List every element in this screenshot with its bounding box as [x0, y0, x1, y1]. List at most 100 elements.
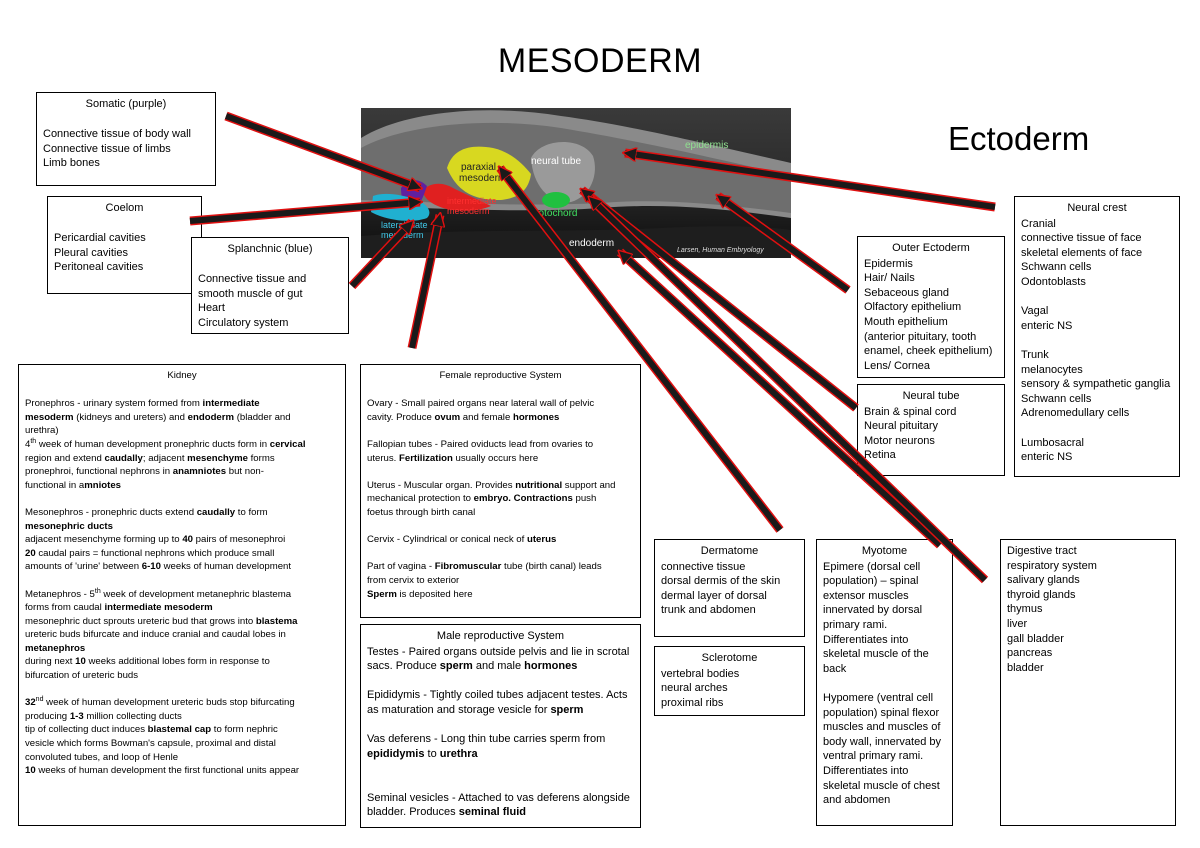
outer-ectoderm-item: Olfactory epithelium: [864, 301, 962, 314]
kidney-text: to form nephric: [211, 724, 278, 736]
endoderm-item: liver: [1007, 617, 1028, 630]
kidney-text: convoluted tubes, and loop of Henle: [25, 751, 179, 763]
kidney-text: mesonephric duct sprouts ureteric bud th…: [25, 615, 256, 627]
endoderm-item: gall bladder: [1007, 632, 1064, 645]
sclerotome-box: Sclerotome vertebral bodies neural arche…: [654, 646, 805, 716]
neural-crest-item: Schwann cells: [1021, 261, 1092, 274]
kidney-text: million collecting ducts: [83, 710, 182, 722]
male-text: to: [424, 747, 440, 760]
splanchnic-item: Connective tissue and: [198, 273, 307, 286]
neural-crest-item: Odontoblasts: [1021, 275, 1086, 288]
female-text: foetus through birth canal: [367, 506, 476, 518]
kidney-bold: intermediate mesoderm: [104, 602, 213, 614]
kidney-text: functional in a: [25, 479, 85, 491]
female-text: and female: [460, 411, 513, 423]
kidney-text: weeks of human development: [160, 561, 292, 573]
kidney-sup: th: [94, 587, 101, 595]
splanchnic-box: Splanchnic (blue) Connective tissue and …: [191, 237, 349, 334]
endoderm-item: thyroid glands: [1007, 588, 1076, 601]
male-text: Testes - Paired organs outside pelvis an…: [367, 645, 630, 658]
page-title: MESODERM: [497, 42, 703, 80]
outer-ectoderm-item: Mouth epithelium: [864, 315, 948, 328]
outer-ectoderm-item: (anterior pituitary, tooth: [864, 330, 977, 343]
kidney-text: 4: [25, 438, 31, 450]
kidney-bold: 1-3: [69, 710, 84, 722]
female-heading: Female reproductive System: [439, 370, 562, 381]
label-endoderm: endoderm: [569, 238, 614, 249]
kidney-bold: mniotes: [84, 479, 121, 491]
neural-crest-box: Neural crest Cranial connective tissue o…: [1014, 196, 1180, 477]
myotome-item: extensor muscles: [823, 589, 909, 602]
kidney-text: (bladder and: [234, 411, 291, 423]
label-lateral-mesoderm: mesoderm: [381, 230, 424, 240]
female-bold: Fertilization: [399, 452, 453, 464]
outer-ectoderm-item: Epidermis: [864, 257, 913, 270]
kidney-bold: intermediate: [202, 398, 260, 410]
myotome-item: muscles and muscles of: [823, 721, 941, 734]
kidney-text: vesicle which forms Bowman's capsule, pr…: [25, 738, 276, 750]
female-text: support and: [562, 479, 616, 491]
kidney-text: Pronephros - urinary system formed from: [25, 398, 203, 410]
kidney-text: weeks additional lobes form in response …: [85, 656, 270, 668]
female-text: Uterus - Muscular organ. Provides: [367, 479, 516, 491]
neural-tube-item: Neural pituitary: [864, 420, 938, 433]
sclerotome-item: vertebral bodies: [661, 667, 740, 680]
neural-crest-item: Lumbosacral: [1021, 436, 1084, 449]
kidney-bold: mesonephric ducts: [25, 520, 113, 532]
label-notochord: notochord: [533, 208, 577, 219]
myotome-item: body wall, innervated by: [823, 735, 942, 748]
kidney-sup: nd: [35, 696, 44, 704]
male-heading: Male reproductive System: [436, 630, 565, 642]
female-bold: ovum: [434, 411, 461, 423]
kidney-text: forms from caudal: [25, 602, 105, 614]
female-text: Part of vagina -: [367, 561, 435, 573]
label-lateral-plate: lateral plate: [381, 220, 428, 230]
neural-crest-item: enteric NS: [1021, 451, 1073, 464]
female-text: uterus.: [367, 452, 399, 464]
dermatome-item: connective tissue: [661, 560, 746, 573]
dermatome-box: Dermatome connective tissue dorsal dermi…: [654, 539, 805, 637]
female-text: push: [572, 493, 597, 505]
kidney-heading: Kidney: [167, 370, 197, 381]
kidney-text: region and extend: [25, 452, 105, 464]
label-neural-tube: neural tube: [531, 156, 581, 167]
label-intermediate-mesoderm: mesoderm: [447, 206, 490, 216]
endoderm-item: pancreas: [1007, 647, 1053, 660]
myotome-heading: Myotome: [861, 545, 908, 557]
kidney-bold: anamniotes: [172, 466, 227, 478]
neural-crest-item: connective tissue of face: [1021, 232, 1142, 245]
kidney-text: pronephroi, functional nephrons in: [25, 466, 173, 478]
somatic-heading: Somatic (purple): [85, 98, 167, 110]
sclerotome-item: neural arches: [661, 682, 728, 695]
kidney-text: ureteric buds bifurcate and induce crani…: [25, 629, 286, 641]
ectoderm-heading: Ectoderm: [948, 120, 1090, 157]
outer-ectoderm-item: Sebaceous gland: [864, 286, 950, 299]
neural-tube-item: Retina: [864, 449, 896, 462]
female-text: is deposited here: [396, 588, 473, 600]
female-reproductive-box: Female reproductive System Ovary - Small…: [360, 364, 641, 618]
male-bold: seminal fluid: [458, 806, 526, 819]
kidney-text: (kidneys and ureters) and: [73, 411, 188, 423]
label-epidermis: epidermis: [685, 140, 728, 151]
coelom-heading: Coelom: [105, 202, 144, 214]
kidney-bold: 32: [25, 697, 36, 709]
female-bold: embryo. Contractions: [473, 493, 573, 505]
neural-tube-item: Motor neurons: [864, 434, 935, 447]
kidney-text: tip of collecting duct induces: [25, 724, 148, 736]
myotome-item: innervated by dorsal: [823, 604, 923, 617]
kidney-bold: blastema: [255, 615, 298, 627]
kidney-bold: caudally: [104, 452, 143, 464]
neural-tube-item: Brain & spinal cord: [864, 405, 957, 418]
dermatome-heading: Dermatome: [700, 545, 759, 557]
kidney-bold: 6-10: [141, 561, 161, 573]
embryo-cross-section-image: paraxial mesoderm neural tube epidermis …: [361, 108, 791, 258]
endoderm-item: Digestive tract: [1007, 545, 1077, 557]
kidney-bold: mesenchyme: [187, 452, 248, 464]
kidney-text: but non-: [226, 466, 264, 478]
male-bold: hormones: [524, 660, 578, 673]
splanchnic-item: Heart: [198, 302, 225, 315]
neural-crest-item: Trunk: [1021, 348, 1049, 361]
somatic-item: Connective tissue of limbs: [43, 142, 171, 155]
dermatome-item: dermal layer of dorsal: [661, 589, 767, 602]
neural-crest-item: Schwann cells: [1021, 392, 1092, 405]
